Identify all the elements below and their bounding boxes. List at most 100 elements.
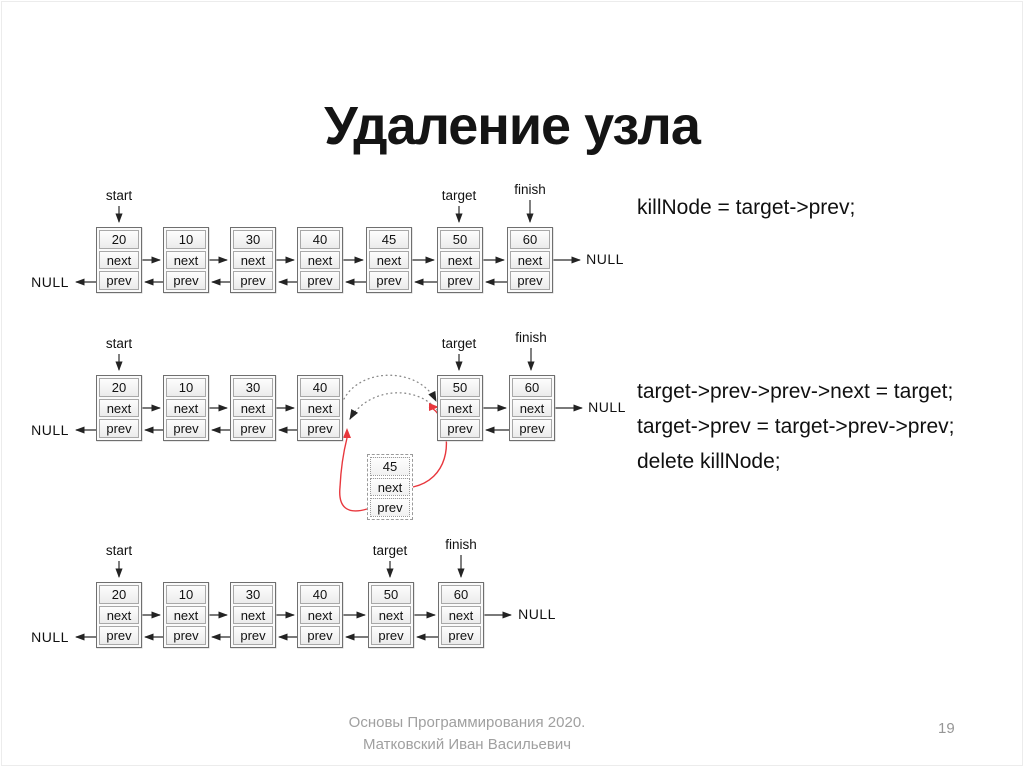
slide-title: Удаление узла bbox=[324, 96, 701, 157]
list-node: 40 next prev bbox=[297, 582, 343, 648]
node-prev-field: prev bbox=[441, 626, 481, 646]
node-next-field: next bbox=[99, 250, 139, 270]
node-prev-field: prev bbox=[512, 419, 552, 439]
node-value: 45 bbox=[369, 230, 409, 249]
node-prev-field: prev bbox=[300, 419, 340, 439]
d2-relink-arcs bbox=[343, 374, 441, 420]
pointer-label-finish: finish bbox=[445, 537, 477, 552]
node-prev-field: prev bbox=[371, 626, 411, 646]
node-next-field: next bbox=[300, 398, 340, 418]
list-node: 60 next prev bbox=[438, 582, 484, 648]
footer-course: Основы Программирования 2020. bbox=[348, 714, 586, 731]
list-node: 50 next prev bbox=[437, 227, 483, 293]
red-arrow-45prev-to-40 bbox=[339, 437, 368, 512]
node-value: 20 bbox=[99, 378, 139, 397]
node-value: 50 bbox=[440, 230, 480, 249]
node-value: 40 bbox=[300, 230, 340, 249]
null-label-left: NULL bbox=[31, 422, 69, 438]
pointer-label-target: target bbox=[441, 188, 477, 203]
slide-page-number: 19 bbox=[938, 720, 955, 737]
node-next-field: next bbox=[233, 605, 273, 625]
list-node: 10 next prev bbox=[163, 227, 209, 293]
pointer-label-target: target bbox=[441, 336, 477, 351]
node-value: 30 bbox=[233, 378, 273, 397]
node-value: 40 bbox=[300, 378, 340, 397]
node-next-field: next bbox=[233, 250, 273, 270]
node-prev-field: prev bbox=[233, 271, 273, 291]
d2-pointer-arrows bbox=[115, 348, 535, 371]
code-block-step1: killNode = target->prev; bbox=[637, 190, 855, 225]
pointer-label-target: target bbox=[372, 543, 408, 558]
node-next-field: next bbox=[371, 605, 411, 625]
code-line: target->prev = target->prev->prev; bbox=[637, 415, 955, 438]
node-value: 30 bbox=[233, 585, 273, 604]
d3-pointer-arrows bbox=[115, 555, 465, 578]
node-prev-field: prev bbox=[300, 271, 340, 291]
pointer-label-start: start bbox=[105, 336, 133, 351]
node-value: 10 bbox=[166, 230, 206, 249]
list-node: 45 next prev bbox=[366, 227, 412, 293]
node-prev-field: prev bbox=[233, 419, 273, 439]
list-node: 40 next prev bbox=[297, 227, 343, 293]
node-value: 30 bbox=[233, 230, 273, 249]
node-prev-field: prev bbox=[300, 626, 340, 646]
node-value: 20 bbox=[99, 230, 139, 249]
pointer-label-finish: finish bbox=[515, 330, 547, 345]
node-prev-field: prev bbox=[166, 419, 206, 439]
node-value: 60 bbox=[512, 378, 552, 397]
node-value: 10 bbox=[166, 585, 206, 604]
node-next-field: next bbox=[99, 398, 139, 418]
node-next-field: next bbox=[166, 250, 206, 270]
node-prev-field: prev bbox=[440, 419, 480, 439]
arc-40next-to-50 bbox=[343, 374, 437, 402]
node-prev-field: prev bbox=[166, 271, 206, 291]
list-node: 20 next prev bbox=[96, 582, 142, 648]
pointer-label-finish: finish bbox=[514, 182, 546, 197]
detached-list-node: 45 next prev bbox=[367, 454, 413, 520]
list-node: 60 next prev bbox=[507, 227, 553, 293]
pointer-label-start: start bbox=[105, 543, 133, 558]
node-next-field: next bbox=[512, 398, 552, 418]
node-next-field: next bbox=[233, 398, 273, 418]
null-label-left: NULL bbox=[31, 274, 69, 290]
d1-pointer-arrows bbox=[115, 200, 534, 223]
slide-footer: Основы Программирования 2020. Матковский… bbox=[267, 712, 667, 756]
node-next-field: next bbox=[440, 398, 480, 418]
node-value: 50 bbox=[371, 585, 411, 604]
node-value: 50 bbox=[440, 378, 480, 397]
code-block-step2: target->prev->prev->next = target; targe… bbox=[637, 374, 955, 479]
null-label-right: NULL bbox=[588, 399, 626, 415]
list-node: 10 next prev bbox=[163, 582, 209, 648]
list-node: 50 next prev bbox=[437, 375, 483, 441]
list-node: 20 next prev bbox=[96, 227, 142, 293]
node-next-field: next bbox=[99, 605, 139, 625]
red-arrowhead-up bbox=[343, 428, 351, 438]
pointer-label-start: start bbox=[105, 188, 133, 203]
node-value: 20 bbox=[99, 585, 139, 604]
code-line: killNode = target->prev; bbox=[637, 196, 856, 219]
node-prev-field: prev bbox=[440, 271, 480, 291]
list-node: 20 next prev bbox=[96, 375, 142, 441]
node-next-field: next bbox=[300, 250, 340, 270]
list-node: 50 next prev bbox=[368, 582, 414, 648]
node-value: 60 bbox=[510, 230, 550, 249]
node-next-field: next bbox=[166, 605, 206, 625]
list-node: 40 next prev bbox=[297, 375, 343, 441]
node-value: 10 bbox=[166, 378, 206, 397]
node-next-field: next bbox=[166, 398, 206, 418]
node-next-field: next bbox=[510, 250, 550, 270]
node-prev-field: prev bbox=[99, 271, 139, 291]
node-next-field: next bbox=[440, 250, 480, 270]
node-prev-field: prev bbox=[99, 419, 139, 439]
null-label-left: NULL bbox=[31, 629, 69, 645]
node-next-field: next bbox=[369, 250, 409, 270]
node-prev-field: prev bbox=[99, 626, 139, 646]
node-value: 40 bbox=[300, 585, 340, 604]
list-node: 60 next prev bbox=[509, 375, 555, 441]
null-label-right: NULL bbox=[518, 606, 556, 622]
node-value: 60 bbox=[441, 585, 481, 604]
node-prev-field: prev bbox=[510, 271, 550, 291]
code-line: delete killNode; bbox=[637, 450, 781, 473]
node-prev-field: prev bbox=[166, 626, 206, 646]
node-next-field: next bbox=[441, 605, 481, 625]
